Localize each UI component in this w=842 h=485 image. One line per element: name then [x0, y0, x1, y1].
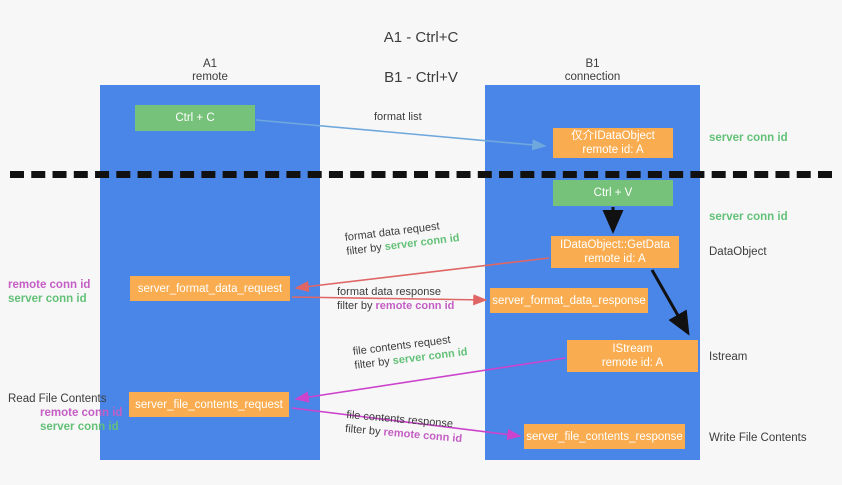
node-getdata-label: IDataObject::GetData [560, 239, 670, 251]
filter-prefix: filter by [345, 241, 386, 258]
node-fmt-resp-label: server_format_data_response [492, 294, 646, 307]
node-server-file-contents-response[interactable]: server_file_contents_response [524, 424, 685, 449]
filter-prefix: filter by [353, 355, 394, 372]
edge-label-format-data-response-line1: format data response [337, 286, 441, 298]
node-idataobject[interactable]: 仅介IDataObject remote id: A [553, 128, 673, 158]
annotation-left-conn-ids: remote conn id server conn id [8, 278, 90, 306]
annotation-istream: Istream [709, 350, 747, 364]
node-ctrl-v[interactable]: Ctrl + V [553, 180, 673, 206]
node-fmt-req-label: server_format_data_request [137, 282, 283, 295]
page-title: A1 - Ctrl+C B1 - Ctrl+V [0, 8, 842, 108]
node-server-format-data-response[interactable]: server_format_data_response [490, 288, 648, 313]
annotation-server-conn-id-second: server conn id [709, 210, 788, 224]
edge-label-file-contents-response: file contents response filter by remote … [345, 408, 464, 446]
node-ctrl-c-label: Ctrl + C [175, 112, 215, 124]
annotation-read-remote-conn-id: remote conn id [40, 407, 123, 419]
edge-label-file-contents-request: file contents request filter by server c… [352, 331, 468, 373]
edge-label-format-list-text: format list [374, 111, 422, 123]
annotation-left-remote-conn-id: remote conn id [8, 279, 91, 291]
filter-prefix: filter by [337, 300, 376, 312]
annotation-dataobject: DataObject [709, 245, 767, 259]
edge-label-format-data-response-filter: filter by remote conn id [337, 299, 454, 313]
dashed-divider [10, 171, 832, 178]
lane-b1-name: B1 [585, 58, 600, 70]
node-getdata-sub: remote id: A [584, 253, 646, 265]
lane-b1-sub: connection [564, 71, 621, 83]
node-istream-sub: remote id: A [601, 357, 664, 369]
title-line-2: B1 - Ctrl+V [384, 69, 458, 86]
node-ctrl-c[interactable]: Ctrl + C [135, 105, 255, 131]
annotation-read-server-conn-id: server conn id [40, 421, 119, 433]
annotation-server-conn-id-second-text: server conn id [709, 211, 788, 223]
annotation-dataobject-text: DataObject [709, 246, 767, 258]
annotation-read-file-contents-title: Read File Contents [8, 393, 107, 405]
edge-label-format-data-request: format data request filter by server con… [344, 217, 460, 259]
lane-header-b1: B1 connection [485, 58, 700, 84]
lane-a1-name: A1 [202, 58, 218, 70]
node-idataobject-sub: remote id: A [582, 144, 644, 156]
annotation-left-server-conn-id: server conn id [8, 293, 87, 305]
node-ctrl-v-label: Ctrl + V [593, 187, 633, 199]
node-istream[interactable]: IStream remote id: A [567, 340, 698, 372]
annotation-read-file-contents: Read File Contents remote conn id server… [8, 392, 122, 434]
lane-a1-sub: remote [192, 71, 228, 83]
filter-prefix: filter by [344, 422, 385, 439]
annotation-istream-text: Istream [709, 351, 748, 363]
annotation-server-conn-id-top: server conn id [709, 131, 788, 145]
lane-header-a1: A1 remote [100, 58, 320, 84]
annotation-write-file-contents-text: Write File Contents [709, 432, 807, 444]
edge-label-format-list: format list [374, 110, 422, 124]
node-server-file-contents-request[interactable]: server_file_contents_request [129, 392, 289, 417]
filter-value-remote-conn-id: remote conn id [375, 300, 455, 312]
annotation-server-conn-id-top-text: server conn id [709, 132, 788, 144]
node-idataobject-getdata[interactable]: IDataObject::GetData remote id: A [551, 236, 679, 268]
annotation-write-file-contents: Write File Contents [709, 431, 807, 445]
edge-label-format-data-response: format data response filter by remote co… [337, 285, 454, 313]
node-idataobject-label: 仅介IDataObject [571, 130, 655, 142]
node-file-resp-label: server_file_contents_response [526, 430, 683, 443]
node-istream-label: IStream [612, 343, 653, 355]
title-line-1: A1 - Ctrl+C [383, 29, 459, 46]
node-file-req-label: server_file_contents_request [135, 398, 283, 411]
node-server-format-data-request[interactable]: server_format_data_request [130, 276, 290, 301]
